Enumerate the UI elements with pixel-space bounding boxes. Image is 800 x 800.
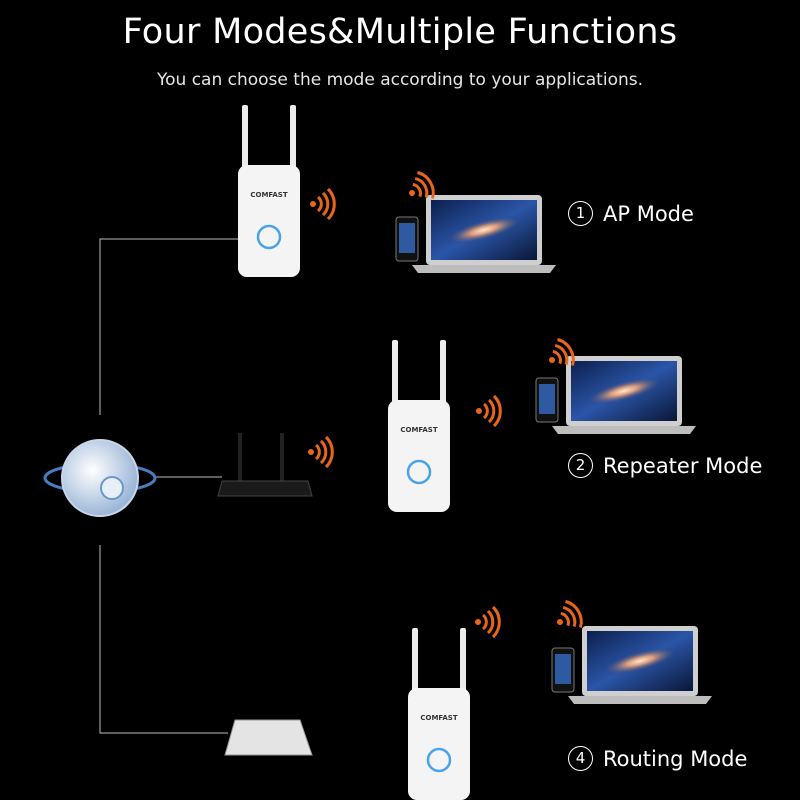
signal-icon: [306, 435, 334, 469]
extender-routing: [406, 626, 472, 800]
connection-lines: [99, 238, 240, 734]
mode-name-routing: Routing Mode: [603, 746, 748, 771]
mode-name-ap: AP Mode: [603, 201, 694, 226]
mode-label-ap: 1 AP Mode: [568, 201, 694, 226]
signal-icon: [473, 605, 501, 639]
mode-number-ap: 1: [568, 201, 593, 226]
mode-label-routing: 4 Routing Mode: [568, 746, 747, 771]
internet-globe-icon: [43, 439, 157, 517]
mode-label-repeater: 2 Repeater Mode: [568, 453, 762, 478]
modem-icon: [224, 719, 313, 756]
laptop-repeater: [535, 355, 697, 435]
laptop-routing: [551, 625, 713, 705]
signal-icon: [474, 394, 502, 428]
laptop-ap: [395, 194, 557, 274]
page-title: Four Modes&Multiple Functions: [122, 12, 678, 52]
page-subtitle: You can choose the mode according to you…: [156, 70, 644, 90]
mode-number-routing: 4: [568, 746, 593, 771]
signal-icon: [548, 596, 588, 638]
extender-ap: [236, 103, 302, 279]
signal-icon: [308, 187, 336, 221]
extender-repeater: [386, 338, 452, 514]
mode-name-repeater: Repeater Mode: [603, 453, 763, 478]
mode-number-repeater: 2: [568, 453, 593, 478]
router-icon: [217, 433, 313, 497]
